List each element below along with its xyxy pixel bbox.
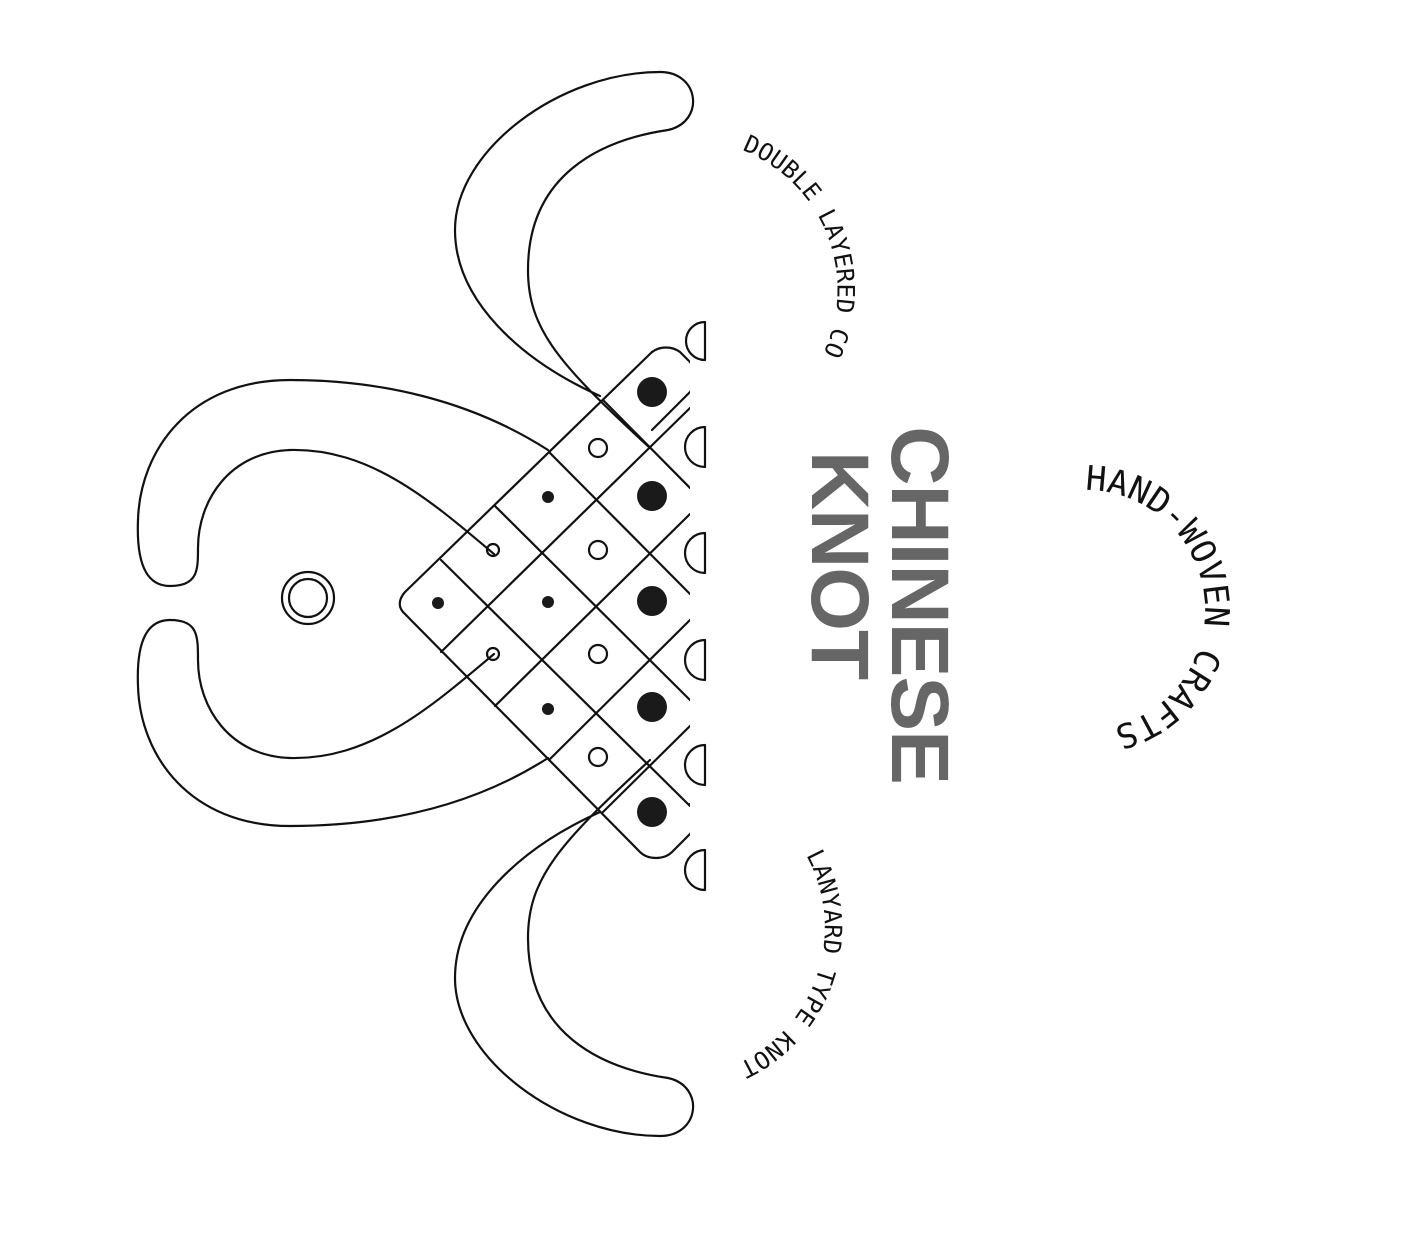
hollow-dots <box>485 437 609 768</box>
left-loop-upper <box>136 378 550 588</box>
label-right-arc-path: HAND-WOVEN CRAFTS <box>1084 459 1236 757</box>
label-bottom-arc: LANYARD TYPE KNOT <box>736 845 847 1083</box>
diamond-lattice <box>398 346 690 860</box>
top-hook-outer <box>453 70 694 450</box>
label-top-arc: DOUBLE LAYERED CORD <box>0 0 860 362</box>
half-moon-tabs <box>683 320 707 892</box>
knot-line-art <box>136 70 707 1138</box>
title-line-2: KNOT <box>794 451 885 680</box>
label-top-arc-path: DOUBLE LAYERED CORD <box>0 0 860 362</box>
left-loop-lower <box>136 618 550 828</box>
bottom-hook-outer <box>453 758 694 1138</box>
title-line-1: CHINESE <box>874 426 965 784</box>
filled-dots <box>432 377 667 827</box>
ring-inner <box>287 577 329 619</box>
title-group: CHINESE KNOT <box>794 426 965 784</box>
label-right-arc: HAND-WOVEN CRAFTS <box>1084 459 1236 757</box>
ring-outer <box>280 570 336 626</box>
label-bottom-arc-path: LANYARD TYPE KNOT <box>736 845 847 1083</box>
